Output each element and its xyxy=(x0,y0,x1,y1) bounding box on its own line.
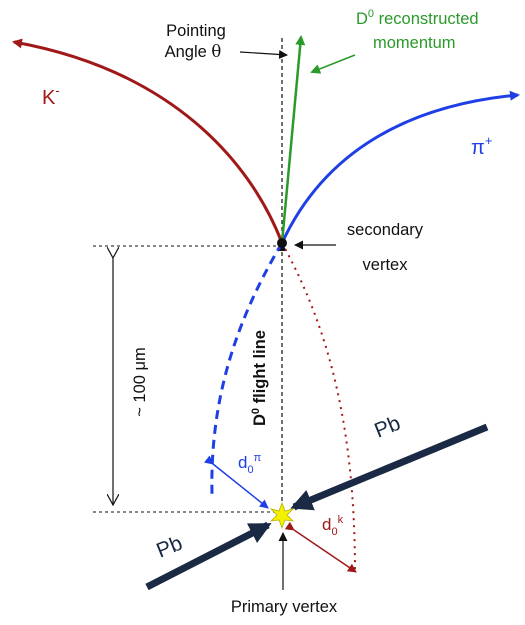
d0k-arrow xyxy=(284,521,357,573)
pion-track xyxy=(280,90,520,244)
d0pi-arrow xyxy=(203,455,269,509)
d0pi-label: d0π xyxy=(238,452,262,476)
d0k-label: d0k xyxy=(322,514,344,538)
primary-vertex-label: Primary vertex xyxy=(231,598,338,616)
d0-momentum-vector xyxy=(280,35,306,244)
pb-beam-lower xyxy=(145,521,272,591)
d0-flight-line-label: D0 flight line xyxy=(250,330,269,426)
d0-reco-pointer xyxy=(310,54,356,74)
d0-reconstructed-label: D0 reconstructed xyxy=(356,8,479,28)
pb-beam-upper xyxy=(290,423,489,511)
pb-left-label: Pb xyxy=(153,532,185,563)
secondary-vertex-label-line2: vertex xyxy=(363,256,409,274)
pion-label: π+ xyxy=(471,133,492,159)
kaon-label: K- xyxy=(42,83,60,109)
distance-label: ~ 100 μm xyxy=(131,347,149,417)
d0-reconstructed-label-line2: momentum xyxy=(373,34,456,52)
secondary-vertex-label: secondary xyxy=(347,221,424,239)
pointing-angle-label: Pointing xyxy=(166,22,226,40)
pointing-angle-arrow xyxy=(239,49,288,59)
kaon-extrapolation xyxy=(281,242,356,574)
pb-right-label: Pb xyxy=(371,412,403,443)
primary-vertex-star xyxy=(269,501,295,530)
kaon-track xyxy=(12,38,284,244)
pointing-angle-label-line2: Angle θ xyxy=(165,42,222,61)
